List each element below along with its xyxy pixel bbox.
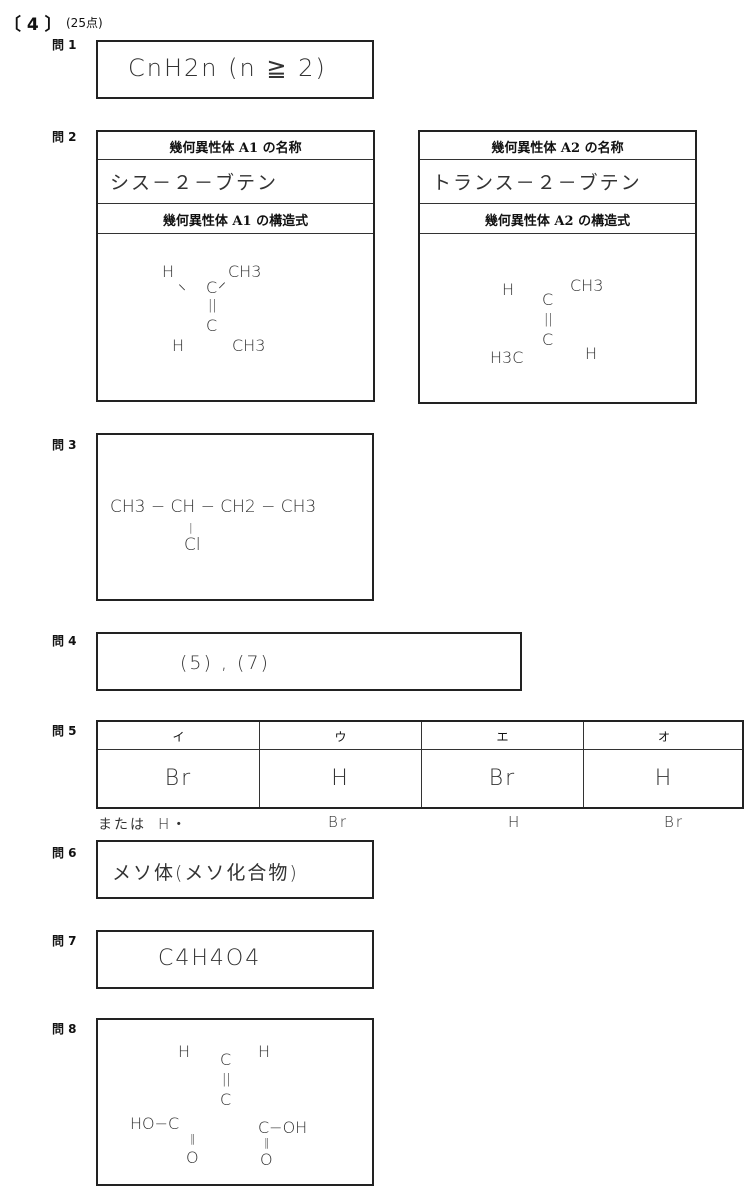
a1-h-top: H: [162, 262, 175, 281]
a2-c-top: C: [542, 290, 554, 309]
q4-answer-box: (5) , (7): [96, 632, 522, 691]
q5-label: 問 5: [52, 724, 77, 738]
divider: [420, 233, 695, 234]
a2-ch3-top: CH3: [570, 276, 604, 295]
q6-answer: メソ体(メソ化合物): [112, 862, 299, 884]
section-points: (25点): [66, 16, 103, 30]
q8-answer-box: H C H || C HO−C C−OH ‖ ‖ O O: [96, 1018, 374, 1186]
a1-ch3-top: CH3: [228, 262, 262, 281]
divider: [98, 159, 373, 160]
divider: [259, 722, 260, 807]
q1-answer-box: CnH2n (n ≧ 2): [96, 40, 374, 99]
a2-h3c-bottom: H3C: [490, 348, 524, 367]
q5-alt-prefix: または: [98, 817, 146, 833]
a1-name-answer: シス－２－ブテン: [110, 172, 279, 194]
q3-label: 問 3: [52, 438, 77, 452]
q8-left-group: HO−C: [130, 1114, 180, 1133]
q1-answer: CnH2n (n ≧ 2): [128, 54, 327, 82]
q5-col-header: エ: [496, 730, 509, 744]
divider: [420, 159, 695, 160]
a1-c-top: C: [206, 278, 218, 297]
q4-answer: (5) , (7): [180, 652, 270, 674]
q5-table: イ ウ エ オ Br H Br H: [96, 720, 744, 809]
q6-answer-box: メソ体(メソ化合物): [96, 840, 374, 899]
q5-answer: H: [654, 766, 674, 791]
divider: [98, 749, 742, 750]
q5-col-header: イ: [172, 730, 185, 744]
q5-alt-answer: H: [508, 813, 522, 831]
q1-label: 問 1: [52, 38, 77, 52]
q8-h-right: H: [258, 1042, 271, 1061]
divider: [98, 233, 373, 234]
q3-answer-box: CH3 − CH − CH2 − CH3 | Cl: [96, 433, 374, 601]
q7-label: 問 7: [52, 934, 77, 948]
section-number: 〔 4 〕: [4, 15, 62, 35]
q5-col-header: オ: [657, 730, 670, 744]
a2-c-bottom: C: [542, 330, 554, 349]
q8-double-bond: ||: [222, 1072, 231, 1087]
a1-ch3-bottom: CH3: [232, 336, 266, 355]
q5-alt-answer: Br: [664, 813, 684, 831]
q3-branch-bond: |: [189, 521, 193, 534]
a2-name-answer: トランス－２－ブテン: [432, 172, 642, 194]
q2-label: 問 2: [52, 130, 77, 144]
q5-answer: Br: [488, 766, 517, 791]
q8-o-left: O: [186, 1148, 199, 1167]
a2-struct-header: 幾何異性体 A2 の構造式: [484, 214, 631, 229]
divider: [98, 203, 373, 204]
q5-answer: Br: [164, 766, 193, 791]
q2-a1-box: 幾何異性体 A1 の名称 シス－２－ブテン 幾何異性体 A1 の構造式 H ⸜ …: [96, 130, 375, 402]
q3-branch: Cl: [184, 535, 201, 555]
q8-dbl-right: ‖: [264, 1136, 270, 1149]
q7-answer: C4H4O4: [158, 946, 262, 971]
bond: ⸜: [178, 274, 187, 293]
bond: ⸝: [218, 272, 227, 291]
a1-c-bottom: C: [206, 316, 218, 335]
a1-double-bond: ||: [208, 298, 217, 313]
divider: [583, 722, 584, 807]
a1-h-bottom: H: [172, 336, 185, 355]
q2-a2-box: 幾何異性体 A2 の名称 トランス－２－ブテン 幾何異性体 A2 の構造式 H …: [418, 130, 697, 404]
q8-c-mid: C: [220, 1090, 232, 1109]
q5-alt-answer: H・: [158, 815, 189, 833]
a2-name-header: 幾何異性体 A2 の名称: [491, 141, 624, 156]
a2-h-top: H: [502, 280, 515, 299]
a1-name-header: 幾何異性体 A1 の名称: [169, 141, 302, 156]
a2-double-bond: ||: [544, 312, 553, 327]
a1-struct-header: 幾何異性体 A1 の構造式: [162, 214, 309, 229]
q6-label: 問 6: [52, 846, 77, 860]
q7-answer-box: C4H4O4: [96, 930, 374, 989]
q4-label: 問 4: [52, 634, 77, 648]
q8-right-group: C−OH: [258, 1118, 308, 1137]
q8-dbl-left: ‖: [190, 1132, 196, 1145]
q8-h-left: H: [178, 1042, 191, 1061]
q8-o-right: O: [260, 1150, 273, 1169]
a2-h-bottom: H: [585, 344, 598, 363]
q3-main-chain: CH3 − CH − CH2 − CH3: [110, 497, 317, 517]
q5-alt-answer: Br: [328, 813, 348, 831]
divider: [420, 203, 695, 204]
divider: [421, 722, 422, 807]
q5-answer: H: [331, 766, 350, 791]
q8-label: 問 8: [52, 1022, 77, 1036]
q5-col-header: ウ: [334, 730, 347, 744]
q8-c-top: C: [220, 1050, 232, 1069]
